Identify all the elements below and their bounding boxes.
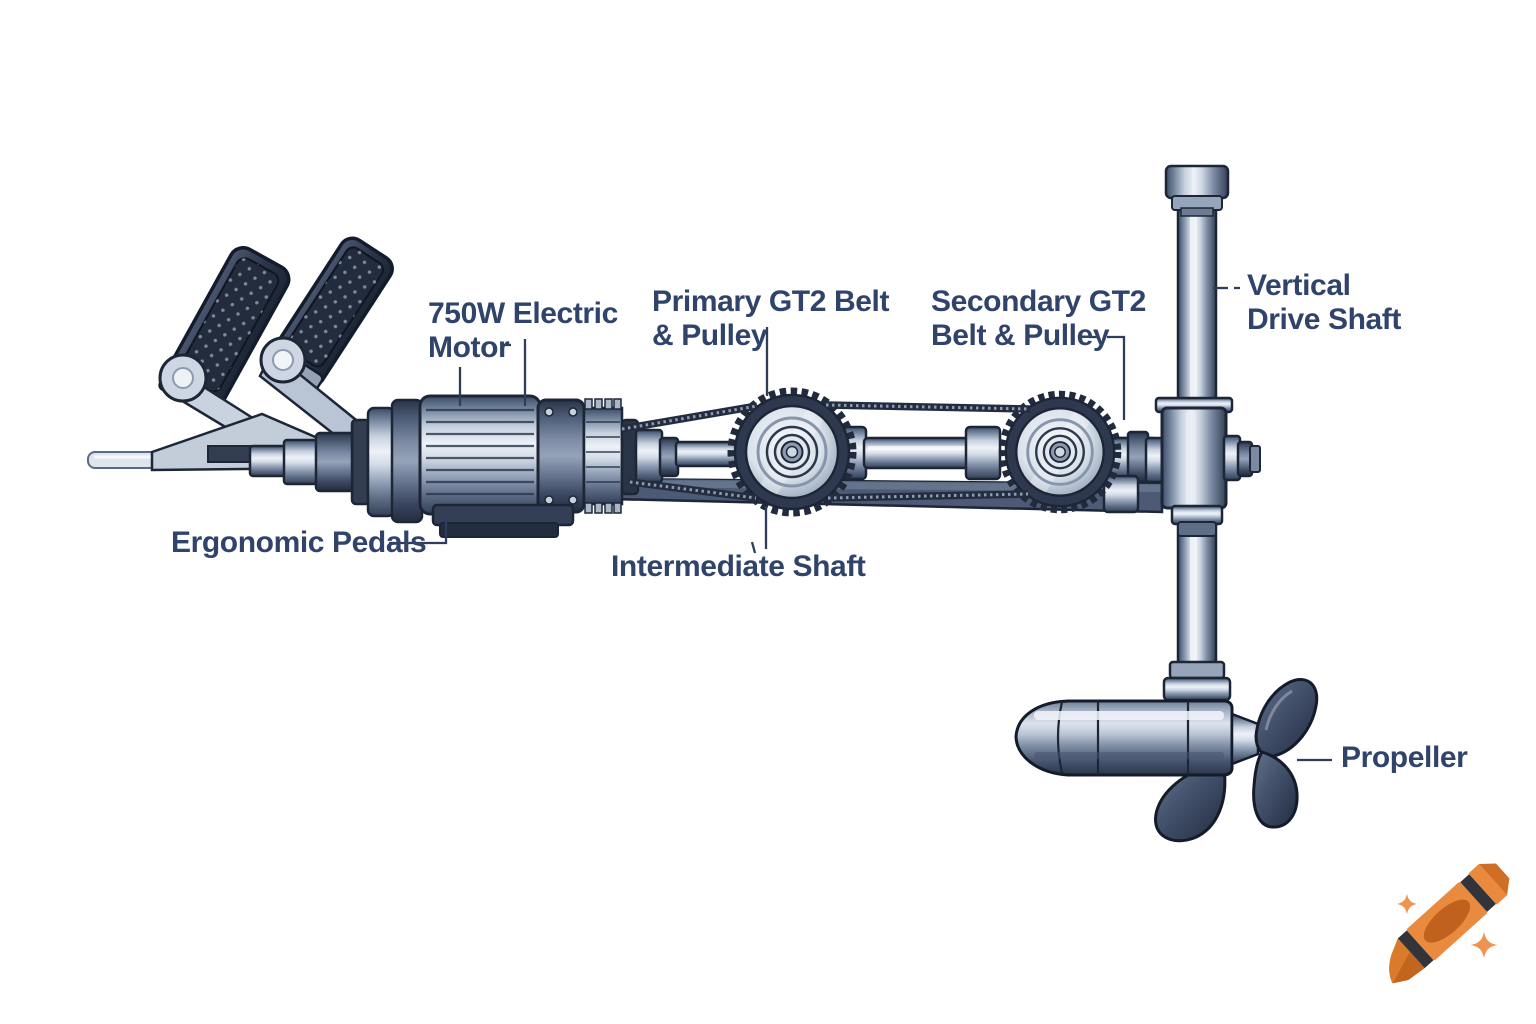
- motor-gear: [582, 398, 624, 514]
- primary-pulley: [727, 387, 857, 517]
- leader-intermediate-tick: [750, 541, 757, 554]
- sparkle-icon: [1470, 931, 1498, 959]
- motor-body: [418, 394, 542, 516]
- beam-clamp: [1102, 474, 1140, 514]
- pod-tail-hub: [1230, 712, 1260, 766]
- propeller-blade-bottom: [1154, 766, 1227, 843]
- crayon-end: [1468, 864, 1508, 905]
- crayon-stripe-1: [1397, 930, 1434, 969]
- propeller-blade-upper: [1254, 678, 1319, 758]
- propeller-blade-lower: [1252, 750, 1299, 829]
- label-vertical-drive-shaft: Vertical Drive Shaft: [1247, 269, 1401, 336]
- electric-motor: [350, 394, 740, 538]
- label-secondary-belt-pulley: Secondary GT2 Belt & Pulley: [931, 285, 1146, 352]
- secondary-belt: [825, 401, 1031, 502]
- label-electric-motor: 750W Electric Motor: [428, 297, 618, 364]
- motor-output-coupler: [634, 428, 664, 484]
- leader-pedals: [389, 516, 448, 545]
- label-primary-belt-pulley: Primary GT2 Belt & Pulley: [652, 285, 890, 352]
- junction-bolt: [1249, 445, 1261, 473]
- crayon-end-face: [1478, 863, 1510, 896]
- pedal-assembly: [150, 236, 394, 472]
- label-ergonomic-pedals: Ergonomic Pedals: [171, 526, 427, 559]
- crayon-label-oval: [1423, 899, 1471, 943]
- label-propeller: Propeller: [1341, 741, 1468, 774]
- label-intermediate-shaft: Intermediate Shaft: [611, 550, 866, 583]
- motor-ring-3: [390, 398, 424, 524]
- motor-mount-foot: [439, 522, 559, 538]
- motor-fins: [426, 408, 534, 496]
- shaft-top-cap: [1164, 164, 1230, 217]
- pivot-rear-hub: [272, 349, 294, 371]
- primary-belt: [621, 402, 758, 502]
- gearbox-junction: [1102, 396, 1261, 537]
- pod-collar-lower: [1162, 676, 1232, 702]
- motor-end-cap-bolts: [544, 407, 578, 505]
- crank-couplers: [248, 431, 364, 493]
- pivot-front-hub: [172, 367, 194, 389]
- sparkle-icon: [1396, 893, 1418, 915]
- crayon-logo: [1389, 863, 1510, 984]
- crayon-stripe-2: [1460, 874, 1496, 912]
- motor-ring-2: [366, 406, 396, 518]
- leader-lines: [389, 286, 1332, 762]
- propeller-pod: [1014, 660, 1319, 843]
- crayon-tip-highlight: [1389, 938, 1410, 984]
- leader-secondary-belt: [1107, 335, 1126, 420]
- pod-collar-upper: [1168, 660, 1226, 680]
- motor-end-cap: [536, 398, 586, 514]
